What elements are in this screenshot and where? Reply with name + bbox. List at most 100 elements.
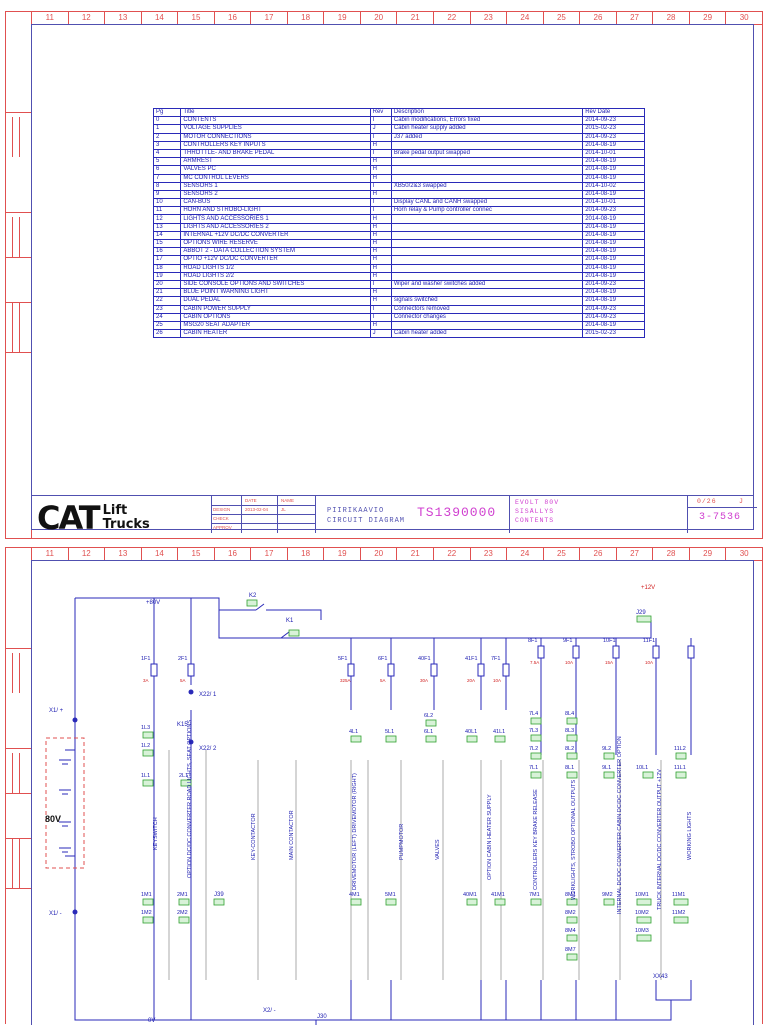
label-j29: J29 — [636, 610, 646, 616]
description-cell: J37 added — [390, 132, 584, 142]
circuit-label-10: INTERNAL DC/DC CONVERTER CABIN DC/DC CON… — [617, 736, 623, 914]
ruler-column-28: 28 — [652, 12, 689, 24]
title-cell: VOLTAGE SUPPLIES — [180, 124, 371, 134]
title-cell: MOTOR CONNECTIONS — [180, 132, 371, 142]
fuse-rating-11F1: 10A — [645, 660, 653, 665]
description-cell — [390, 255, 584, 265]
description-cell: Horn relay & Pump controller connec — [390, 206, 584, 216]
ruler-column-11: 11 — [31, 548, 68, 560]
rev-date-cell: 2014-08-19 — [582, 140, 645, 150]
title-cell: SIDE CONSOLE OPTIONS AND SWITCHES — [180, 279, 371, 290]
rev-date-cell: 2014-08-19 — [582, 271, 645, 281]
page-cell: 22 — [152, 296, 182, 306]
fuse-rating-6F1: 5A — [380, 678, 386, 683]
page-cell: 7 — [152, 173, 182, 183]
product-name: EVOLT 80V — [515, 499, 560, 506]
page-cell: 26 — [152, 329, 182, 339]
title-cell: MSG20 SEAT ADAPTER — [180, 320, 371, 331]
description-cell — [390, 238, 584, 249]
rev-date-cell: 2014-08-19 — [582, 238, 645, 249]
ruler-column-18: 18 — [286, 12, 324, 24]
title-cell: SENSORS 1 — [180, 181, 371, 191]
description-cell: Cabin heater supply added — [390, 124, 584, 134]
design-date: 2013-02-04 — [245, 507, 269, 512]
fuse-rating-9F1: 10A — [565, 660, 573, 665]
ruler-column-18: 18 — [286, 548, 324, 560]
page-cell: 25 — [152, 320, 182, 331]
rev-date-cell: 2014-09-23 — [582, 206, 645, 216]
description-cell — [390, 288, 584, 298]
label-plus-80v: +80V — [146, 600, 160, 606]
fuse-1F1: 1F1 — [141, 656, 150, 662]
label-0v: 0V — [148, 1018, 155, 1024]
fuse-5F1: 5F1 — [338, 656, 347, 662]
fuse-2F1: 2F1 — [178, 656, 187, 662]
revision-side-strip — [6, 548, 32, 1024]
rev-cell: I — [369, 132, 392, 142]
rev-cell: I — [369, 198, 392, 208]
description-cell: signals switched — [390, 296, 584, 306]
fuse-6F1: 6F1 — [378, 656, 387, 662]
label-xx43: XX43 — [653, 974, 668, 980]
ref-6L2: 6L2 — [424, 713, 433, 719]
description-cell: Wiper and washer switches added — [390, 279, 584, 290]
description-cell — [390, 230, 584, 241]
ref-2L1: 2L1 — [179, 773, 188, 779]
label-k2: K2 — [249, 593, 257, 599]
rev-cell: H — [369, 247, 392, 257]
page-cell: 23 — [152, 304, 182, 314]
ref-7L4: 7L4 — [529, 711, 538, 717]
fuse-10F1: 10F1 — [603, 638, 616, 644]
cat-lift-trucks-logo: CAT Lift Trucks — [37, 499, 150, 537]
rev-name-label: NAME — [281, 498, 295, 503]
ruler-column-14: 14 — [140, 12, 178, 24]
rev-cell: H — [369, 222, 392, 232]
rev-cell: I — [369, 116, 392, 126]
ref-8M2: 8M2 — [565, 910, 576, 916]
page-cell: 4 — [152, 148, 182, 159]
title-cell: BLUE POINT WARNING LIGHT — [180, 288, 371, 298]
circuit-label-3: MAIN CONTACTOR — [289, 810, 295, 860]
check-label: CHECK — [213, 516, 229, 521]
ruler-column-15: 15 — [177, 548, 214, 560]
title-cell: OPTIONS WIRE RESERVE — [180, 238, 371, 249]
revision-letter: J — [739, 498, 744, 505]
ref-5M1: 5M1 — [385, 892, 396, 898]
ref-2M2: 2M2 — [177, 910, 188, 916]
ref-8M7: 8M7 — [565, 947, 576, 953]
ruler-column-14: 14 — [140, 548, 178, 560]
rev-date-cell: 2014-09-23 — [582, 132, 645, 142]
label-plus-12v: +12V — [641, 585, 655, 591]
rev-date-cell: 2014-08-19 — [582, 214, 645, 224]
page-cell: 1 — [152, 124, 182, 134]
rev-cell: H — [369, 165, 392, 175]
ref-10L1: 10L1 — [636, 765, 648, 771]
rev-cell: H — [369, 173, 392, 183]
fuse-rating-1F1: 3A — [143, 678, 149, 683]
ruler-column-25: 25 — [542, 12, 580, 24]
contents-finnish: SISÄLLYS — [515, 508, 555, 515]
ruler-column-27: 27 — [615, 12, 653, 24]
page-cell: 16 — [152, 247, 182, 257]
circuit-diagram: +80V 0V +12V X1/ + X1/ - X2/ - J30 K2 K1… — [45, 585, 695, 1025]
ref-41M1: 41M1 — [491, 892, 505, 898]
ref-8L4: 8L4 — [565, 711, 574, 717]
title-cell: HORN AND STROBO-LIGHT — [180, 206, 371, 216]
title-cell: CABIN POWER SUPPLY — [180, 304, 371, 314]
ref-1M2: 1M2 — [141, 910, 152, 916]
ref-10M2: 10M2 — [635, 910, 649, 916]
rev-date-cell: 2014-09-23 — [582, 304, 645, 314]
rev-date-cell: 2014-08-19 — [582, 263, 645, 273]
description-cell — [390, 173, 584, 183]
title-cell: SENSORS 2 — [180, 189, 371, 200]
ruler-column-22: 22 — [433, 12, 470, 24]
